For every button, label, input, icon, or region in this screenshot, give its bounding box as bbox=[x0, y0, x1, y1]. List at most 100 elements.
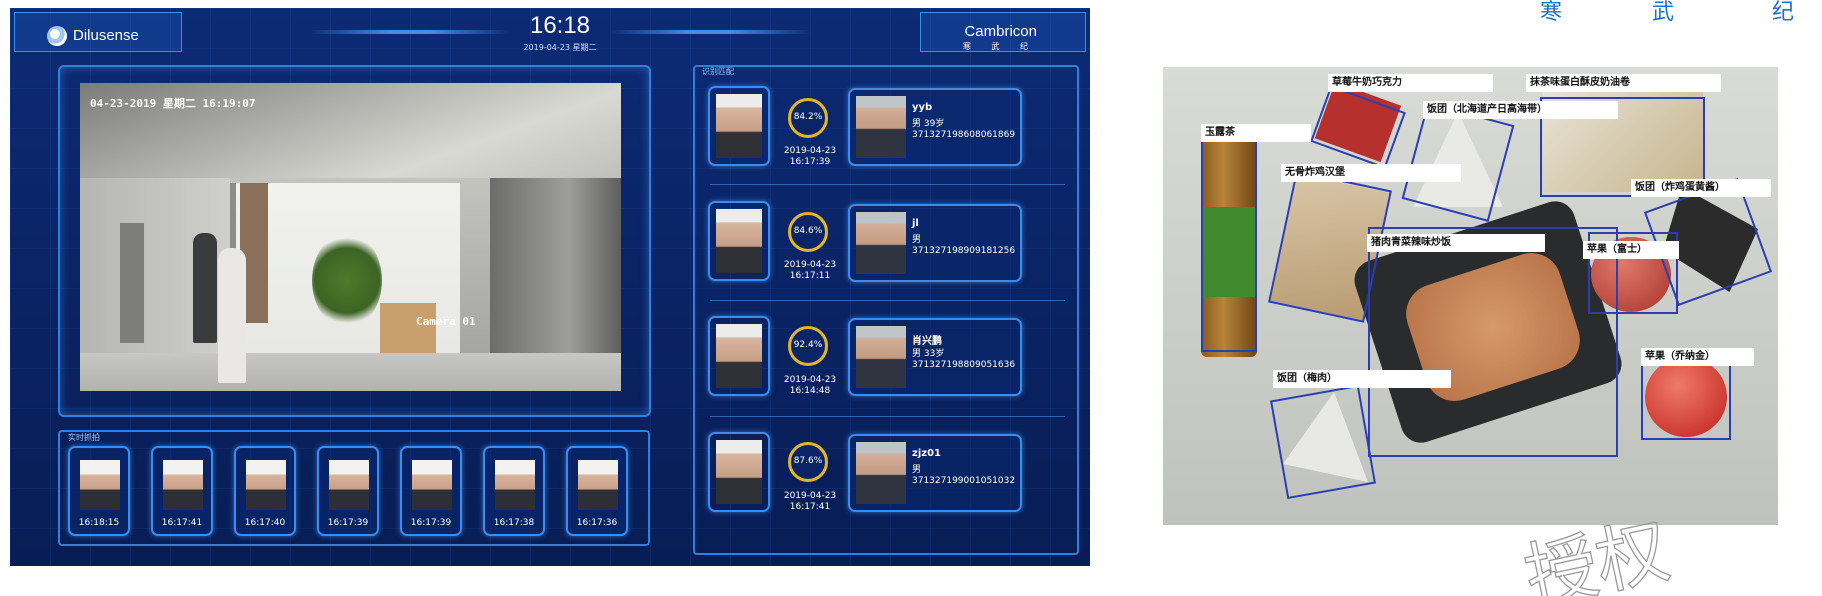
match-date: 2019-04-23 bbox=[783, 375, 837, 385]
captured-face bbox=[578, 460, 618, 510]
label-onigiri-kelp: 饭团（北海道产日高海带） bbox=[1423, 101, 1618, 119]
brand-name: Dilusense bbox=[73, 27, 139, 44]
capture-card[interactable]: 16:17:38 bbox=[483, 446, 545, 536]
capture-card[interactable]: 16:17:39 bbox=[317, 446, 379, 536]
brand-header-box: Dilusense bbox=[14, 12, 182, 52]
person-name: zjz01 bbox=[912, 448, 941, 459]
captured-face bbox=[80, 460, 120, 510]
page-header-glyph: 纪 bbox=[1772, 0, 1795, 25]
capture-card[interactable]: 16:17:40 bbox=[234, 446, 296, 536]
watermark: 授权 bbox=[1517, 507, 1677, 596]
match-identity-card[interactable]: jl 男 371327198909181256 bbox=[848, 204, 1022, 282]
snapshot-face bbox=[716, 440, 762, 504]
label-fuji-apple: 苹果（富士） bbox=[1583, 241, 1679, 259]
match-snapshot[interactable] bbox=[708, 432, 770, 512]
match-row-divider bbox=[710, 300, 1065, 301]
captured-face bbox=[329, 460, 369, 510]
similarity-value: 87.6% bbox=[793, 456, 823, 466]
food-detection-photo: 草莓牛奶巧克力 抹茶味蛋白酥皮奶油卷 饭团（北海道产日高海带） 玉露茶 无骨炸鸡… bbox=[1163, 67, 1778, 525]
bbox-cream-roll bbox=[1540, 97, 1705, 197]
video-ceiling bbox=[80, 83, 621, 178]
capture-time: 16:17:41 bbox=[161, 518, 203, 528]
jonagold-apple bbox=[1645, 357, 1727, 437]
captured-face bbox=[246, 460, 286, 510]
match-panel-frame bbox=[693, 65, 1079, 555]
person-sex-age: 男 39岁 bbox=[912, 119, 945, 129]
bbox-onigiri-plum bbox=[1270, 384, 1376, 500]
live-video-feed[interactable]: 04-23-2019 星期二 16:19:07 Camera 01 bbox=[80, 83, 621, 391]
snapshot-face bbox=[716, 94, 762, 158]
video-person bbox=[218, 248, 246, 383]
bbox-tea bbox=[1201, 132, 1257, 352]
capture-time: 16:17:40 bbox=[244, 518, 286, 528]
person-name: jl bbox=[912, 218, 919, 229]
bbox-fried-rice bbox=[1368, 227, 1618, 457]
similarity-value: 84.2% bbox=[793, 112, 823, 122]
registered-photo bbox=[856, 212, 906, 274]
label-onigiri-plum: 饭团（梅肉） bbox=[1273, 370, 1451, 388]
person-id-number: 371327198608061869 bbox=[912, 130, 1016, 140]
label-tea: 玉露茶 bbox=[1201, 124, 1311, 142]
face-recognition-dashboard: Dilusense 16:18 2019-04-23 星期二 Cambricon… bbox=[10, 8, 1090, 566]
match-time: 16:17:41 bbox=[789, 502, 831, 512]
match-identity-card[interactable]: 肖兴鹏 男 33岁 371327198809051636 bbox=[848, 318, 1022, 396]
capture-time: 16:17:36 bbox=[576, 518, 618, 528]
capture-card[interactable]: 16:17:36 bbox=[566, 446, 628, 536]
person-sex-age: 男 33岁 bbox=[912, 349, 945, 359]
similarity-ring: 84.2% bbox=[788, 98, 828, 138]
person-sex-age: 男 bbox=[912, 235, 922, 245]
video-frame bbox=[58, 65, 651, 417]
capture-time: 16:17:39 bbox=[410, 518, 452, 528]
header-bar-left bbox=[310, 30, 510, 34]
match-panel-title: 识别匹配 bbox=[702, 67, 734, 76]
label-jonagold-apple: 苹果（乔纳金） bbox=[1641, 348, 1754, 366]
person-sex-age: 男 bbox=[912, 465, 922, 475]
match-date: 2019-04-23 bbox=[783, 491, 837, 501]
similarity-ring: 92.4% bbox=[788, 326, 828, 366]
label-fried-rice: 猪肉青菜辣味炒饭 bbox=[1367, 234, 1545, 252]
video-osd-timestamp: 04-23-2019 星期二 16:19:07 bbox=[90, 97, 256, 110]
video-cardboard-box bbox=[380, 303, 436, 353]
page-header-glyph: 寒 bbox=[1540, 0, 1563, 25]
match-snapshot[interactable] bbox=[708, 86, 770, 166]
video-person bbox=[193, 233, 217, 343]
person-name: yyb bbox=[912, 102, 933, 113]
person-id-number: 371327198909181256 bbox=[912, 246, 1016, 256]
match-row-divider bbox=[710, 184, 1065, 185]
capture-card[interactable]: 16:17:41 bbox=[151, 446, 213, 536]
match-snapshot[interactable] bbox=[708, 201, 770, 281]
vendor-header-box: Cambricon 寒 武 纪 bbox=[920, 12, 1086, 52]
label-burger: 无骨炸鸡汉堡 bbox=[1281, 164, 1461, 182]
capture-time: 16:17:38 bbox=[493, 518, 535, 528]
capture-card[interactable]: 16:17:39 bbox=[400, 446, 462, 536]
match-row-divider bbox=[710, 416, 1065, 417]
snapshot-face bbox=[716, 209, 762, 273]
captured-face bbox=[412, 460, 452, 510]
video-camera-label: Camera 01 bbox=[416, 315, 476, 328]
captured-face bbox=[495, 460, 535, 510]
capture-time: 16:17:39 bbox=[327, 518, 369, 528]
video-plant bbox=[312, 233, 382, 328]
registered-photo bbox=[856, 326, 906, 388]
match-snapshot[interactable] bbox=[708, 316, 770, 396]
vendor-subtitle: 寒 武 纪 bbox=[962, 42, 1037, 51]
bbox-fuji-apple bbox=[1588, 232, 1678, 314]
snapshot-face bbox=[716, 324, 762, 388]
match-identity-card[interactable]: zjz01 男 371327199001051032 bbox=[848, 434, 1022, 512]
match-date: 2019-04-23 bbox=[783, 146, 837, 156]
person-id-number: 371327199001051032 bbox=[912, 476, 1016, 486]
person-name: 肖兴鹏 bbox=[912, 336, 942, 347]
registered-photo bbox=[856, 442, 906, 504]
vendor-name: Cambricon bbox=[964, 23, 1037, 40]
bbox-chocolate bbox=[1310, 85, 1406, 169]
capture-card[interactable]: 16:18:15 bbox=[68, 446, 130, 536]
clock-time: 16:18 bbox=[529, 12, 591, 39]
video-floor bbox=[80, 353, 621, 391]
match-date: 2019-04-23 bbox=[783, 260, 837, 270]
match-identity-card[interactable]: yyb 男 39岁 371327198608061869 bbox=[848, 88, 1022, 166]
person-id-number: 371327198809051636 bbox=[912, 360, 1016, 370]
registered-photo bbox=[856, 96, 906, 158]
page-header-glyph: 武 bbox=[1652, 0, 1675, 25]
similarity-value: 84.6% bbox=[793, 226, 823, 236]
